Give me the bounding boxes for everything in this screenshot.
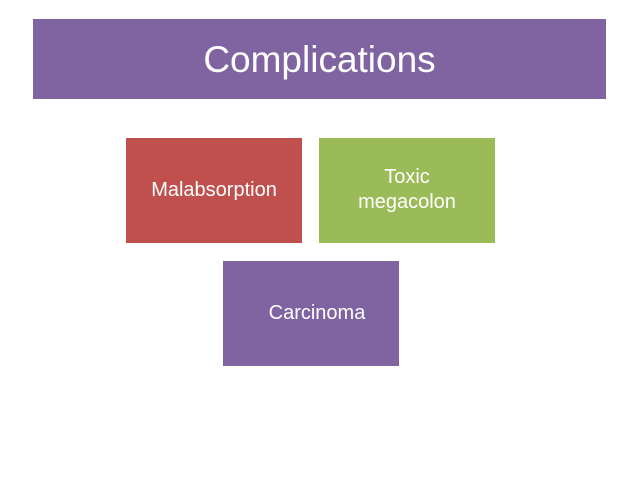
box-malabsorption-label: Malabsorption [151, 179, 277, 201]
box-toxic-megacolon: Toxic megacolon [319, 138, 495, 243]
title-banner: Complications [33, 19, 606, 99]
box-carcinoma: Carcinoma [223, 261, 399, 366]
slide-title: Complications [203, 39, 436, 80]
box-toxic-megacolon-label: Toxic megacolon [358, 166, 456, 213]
box-malabsorption: Malabsorption [126, 138, 302, 243]
box-carcinoma-label: Carcinoma [268, 302, 366, 324]
